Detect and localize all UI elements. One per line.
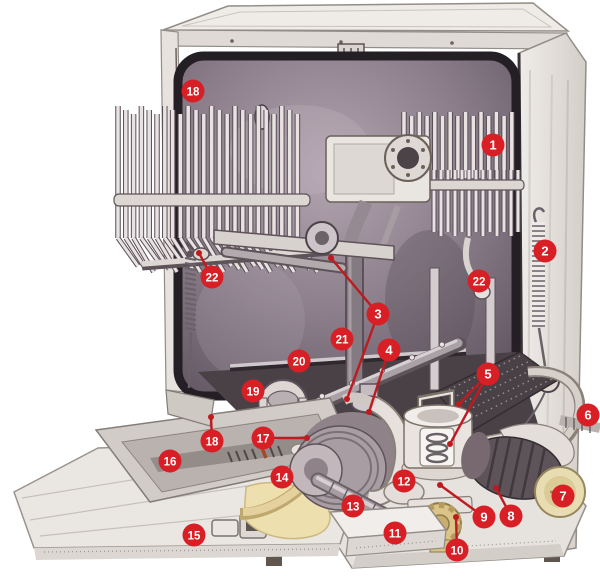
- callout-21[interactable]: 21: [331, 328, 354, 351]
- callout-number: 11: [389, 528, 402, 540]
- callout-11[interactable]: 11: [384, 522, 407, 545]
- callout-16[interactable]: 16: [159, 450, 182, 473]
- callout-number: 19: [247, 386, 260, 398]
- callout-8[interactable]: 8: [500, 505, 523, 528]
- callout-number: 21: [336, 334, 349, 346]
- callout-19[interactable]: 19: [242, 380, 265, 403]
- callout-6[interactable]: 6: [577, 404, 600, 427]
- callout-number: 10: [451, 545, 464, 557]
- callout-number: 7: [559, 488, 566, 503]
- callout-14[interactable]: 14: [271, 466, 294, 489]
- callout-number: 18: [187, 86, 200, 98]
- callout-10[interactable]: 10: [446, 539, 469, 562]
- callout-number: 5: [484, 366, 491, 381]
- callout-12[interactable]: 12: [393, 470, 416, 493]
- callout-9[interactable]: 9: [473, 506, 496, 529]
- callout-number: 22: [206, 272, 219, 284]
- callout-5[interactable]: 5: [477, 363, 500, 386]
- callout-number: 1: [489, 137, 496, 152]
- callout-number: 15: [188, 530, 201, 542]
- callout-15[interactable]: 15: [183, 524, 206, 547]
- callout-number: 17: [257, 433, 270, 445]
- callout-number: 22: [473, 276, 486, 288]
- callout-2[interactable]: 2: [534, 240, 557, 263]
- callout-13[interactable]: 13: [342, 495, 365, 518]
- callout-number: 4: [385, 342, 393, 357]
- callout-4[interactable]: 4: [378, 339, 401, 362]
- callout-number: 18: [206, 436, 219, 448]
- callout-17[interactable]: 17: [252, 427, 275, 450]
- callout-number: 9: [480, 509, 487, 524]
- callout-number: 8: [507, 508, 514, 523]
- callout-number: 20: [293, 356, 306, 368]
- callout-3[interactable]: 3: [367, 303, 390, 326]
- callout-number: 2: [541, 243, 548, 258]
- callout-18[interactable]: 18: [201, 430, 224, 453]
- callout-18[interactable]: 18: [182, 80, 205, 103]
- callout-7[interactable]: 7: [552, 485, 575, 508]
- callout-22[interactable]: 22: [201, 266, 224, 289]
- callout-number: 3: [374, 306, 381, 321]
- callout-number: 14: [276, 472, 289, 484]
- callout-number: 12: [398, 476, 411, 488]
- callout-number: 6: [584, 407, 591, 422]
- door-spring-right: [532, 224, 545, 326]
- callout-number: 13: [347, 501, 360, 513]
- callout-1[interactable]: 1: [482, 134, 505, 157]
- callout-22[interactable]: 22: [468, 270, 491, 293]
- callout-20[interactable]: 20: [288, 350, 311, 373]
- callout-number: 16: [164, 456, 177, 468]
